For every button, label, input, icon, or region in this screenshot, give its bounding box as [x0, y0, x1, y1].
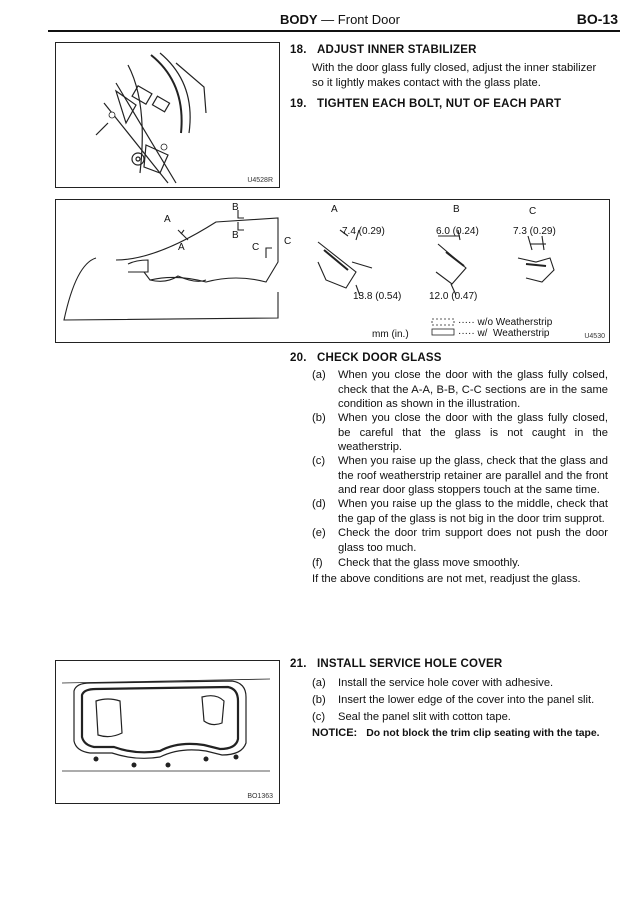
header-section: BODY: [280, 12, 318, 27]
door-glass-sections-drawing: [63, 210, 555, 336]
legend-dots: ·····: [458, 328, 475, 339]
dim-a-top: 7.4 (0.29): [342, 226, 385, 237]
notice-label: NOTICE:: [312, 727, 358, 739]
step-21-heading: 21. INSTALL SERVICE HOLE COVER: [290, 658, 502, 670]
list-item: (a) Install the service hole cover with …: [312, 676, 608, 692]
list-item: (f) Check that the glass move smoothly.: [312, 556, 608, 572]
inner-stabilizer-drawing: [95, 52, 207, 184]
list-item: (b) Insert the lower edge of the cover i…: [312, 693, 608, 709]
item-text: Insert the lower edge of the cover into …: [338, 694, 595, 706]
item-text: When you raise up the glass, check that …: [338, 455, 608, 497]
page-header: BODY — Front Door: [280, 12, 400, 27]
item-text: When you raise up the glass to the middl…: [338, 498, 608, 525]
item-label: (d): [312, 498, 326, 510]
section-title-b: B: [453, 204, 460, 215]
header-separator: —: [317, 12, 338, 27]
page-number: BO-13: [576, 11, 618, 27]
dim-a-bottom: 13.8 (0.54): [353, 291, 402, 302]
figure-code: U4528R: [247, 177, 273, 184]
header-rule: [48, 30, 620, 32]
item-label: (b): [312, 694, 326, 706]
step-19-heading: 19. TIGHTEN EACH BOLT, NUT OF EACH PART: [290, 98, 561, 110]
figure-door-glass-sections: A B B A C C A B C 7.4 (0.29) 13.8 (0.54)…: [55, 199, 610, 343]
step-number: 20.: [290, 352, 307, 364]
step-18-heading: 18. ADJUST INNER STABILIZER: [290, 44, 477, 56]
dim-b-top: 6.0 (0.24): [436, 226, 479, 237]
service-hole-cover-drawing: [61, 678, 271, 772]
notice-text: Do not block the trim clip seating with …: [366, 728, 600, 739]
figure-code: BO1363: [247, 793, 273, 800]
item-label: (e): [312, 527, 326, 539]
figure-code: U4530: [584, 333, 605, 340]
legend-item: ····· w/ Weatherstrip: [458, 328, 550, 339]
step-20-heading: 20. CHECK DOOR GLASS: [290, 352, 442, 364]
item-text: Check the door trim support does not pus…: [338, 527, 608, 554]
section-letter-a-left: A: [164, 214, 171, 225]
section-letter-c-left: C: [252, 242, 260, 253]
section-letter-c-right: C: [284, 236, 292, 247]
item-text: When you close the door with the glass f…: [338, 412, 608, 454]
step-18-body: With the door glass fully closed, adjust…: [312, 62, 597, 89]
item-text: Check that the glass move smoothly.: [338, 557, 520, 569]
legend-item: ····· w/o Weatherstrip: [458, 317, 552, 328]
item-label: (c): [312, 455, 326, 467]
item-label: (f): [312, 557, 323, 569]
item-label: (a): [312, 369, 326, 381]
legend-text: w/ Weatherstrip: [477, 328, 550, 339]
figure-inner-stabilizer: U4528R: [55, 42, 280, 188]
units-label: mm (in.): [372, 329, 409, 340]
step-title: CHECK DOOR GLASS: [317, 352, 442, 364]
list-item: (e) Check the door trim support does not…: [312, 526, 608, 556]
item-text: Install the service hole cover with adhe…: [338, 677, 554, 689]
item-label: (b): [312, 412, 326, 424]
legend-text: w/o Weatherstrip: [477, 317, 553, 328]
list-item: (c) When you raise up the glass, check t…: [312, 454, 608, 498]
item-text: When you close the door with the glass f…: [338, 369, 608, 411]
section-letter-a-bottom: A: [178, 242, 185, 253]
dim-c-top: 7.3 (0.29): [513, 226, 556, 237]
list-item: (a) When you close the door with the gla…: [312, 368, 608, 412]
item-label: (c): [312, 711, 326, 723]
step-20-footer: If the above conditions are not met, rea…: [312, 573, 581, 585]
step-title: TIGHTEN EACH BOLT, NUT OF EACH PART: [317, 98, 562, 110]
section-letter-b-bottom: B: [232, 230, 239, 241]
legend-dots: ·····: [458, 317, 475, 328]
list-item: (d) When you raise up the glass to the m…: [312, 497, 608, 527]
step-title: ADJUST INNER STABILIZER: [317, 44, 477, 56]
section-title-a: A: [331, 204, 338, 215]
header-subsection: Front Door: [337, 12, 400, 27]
dim-b-bottom: 12.0 (0.47): [429, 291, 478, 302]
step-title: INSTALL SERVICE HOLE COVER: [317, 658, 503, 670]
section-letter-b-top: B: [232, 202, 239, 213]
item-label: (a): [312, 677, 326, 689]
step-number: 19.: [290, 98, 307, 110]
section-title-c: C: [529, 206, 537, 217]
step-number: 21.: [290, 658, 307, 670]
item-text: Seal the panel slit with cotton tape.: [338, 711, 511, 723]
notice: NOTICE: Do not block the trim clip seati…: [312, 727, 612, 739]
list-item: (c) Seal the panel slit with cotton tape…: [312, 710, 608, 726]
step-number: 18.: [290, 44, 307, 56]
list-item: (b) When you close the door with the gla…: [312, 411, 608, 455]
figure-service-hole-cover: BO1363: [55, 660, 280, 804]
